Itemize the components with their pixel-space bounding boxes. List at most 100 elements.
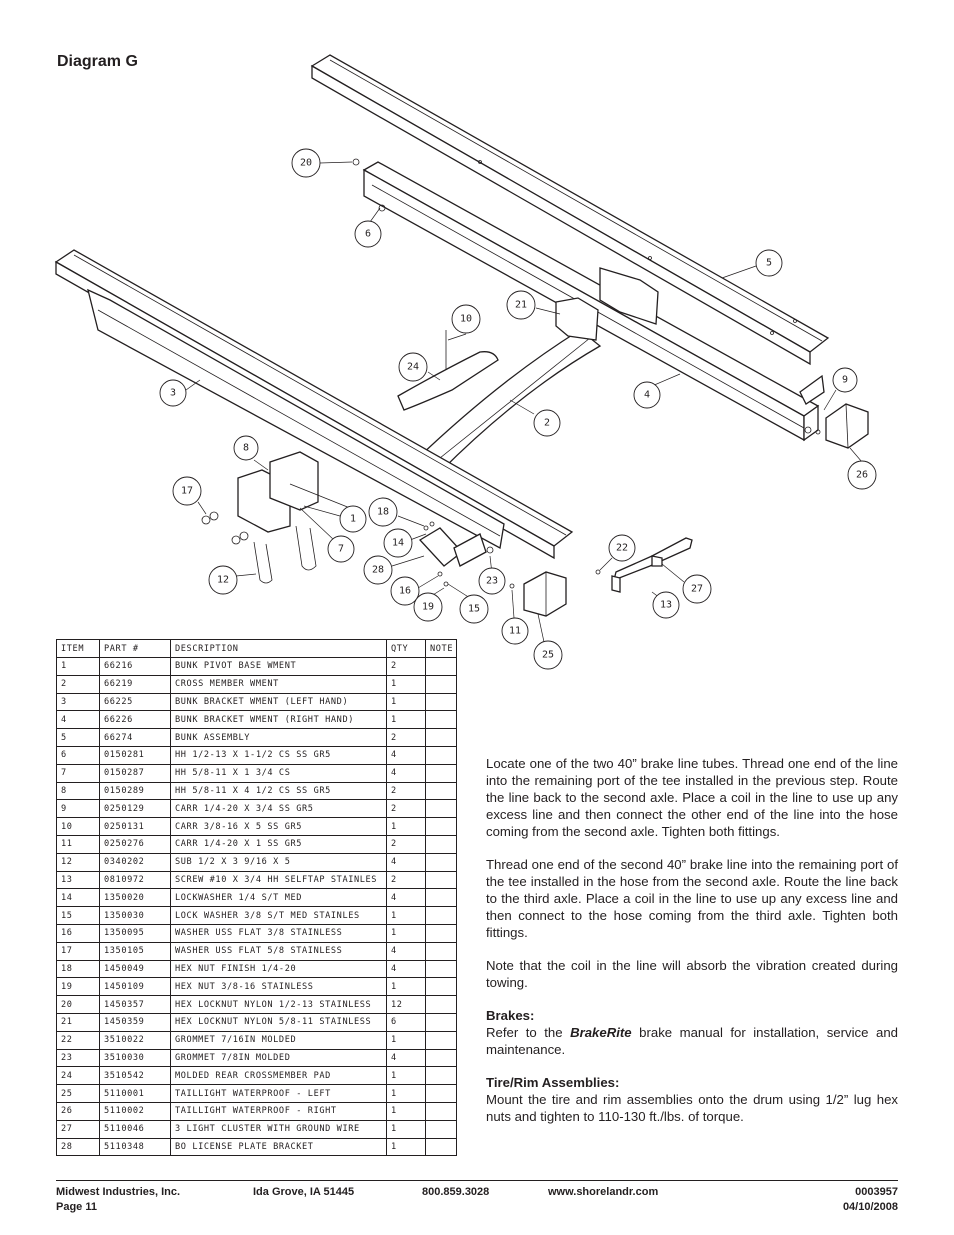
instruction-paragraph-2: Thread one end of the second 40” brake l… — [486, 857, 898, 940]
cell-qty: 1 — [386, 1030, 426, 1050]
diagram-title: Diagram G — [57, 53, 138, 70]
svg-text:26: 26 — [856, 470, 868, 481]
header-description: DESCRIPTION — [170, 639, 387, 658]
cell-qty: 2 — [386, 799, 426, 819]
svg-text:5: 5 — [766, 258, 772, 269]
cell-item: 21 — [56, 1012, 100, 1032]
footer-divider — [56, 1180, 898, 1181]
cell-note — [425, 657, 457, 676]
cell-part-number: 0150287 — [99, 763, 171, 783]
cell-note — [425, 959, 457, 979]
crossmember-pad — [397, 330, 499, 411]
cell-part-number: 1450359 — [99, 1012, 171, 1032]
u-bolts — [253, 525, 317, 584]
cell-description: CARR 3/8-16 X 5 SS GR5 — [170, 817, 387, 836]
cell-description: BUNK PIVOT BASE WMENT — [170, 657, 387, 676]
svg-text:14: 14 — [392, 538, 404, 549]
cell-part-number: 0150281 — [99, 745, 171, 765]
tire-rim-text: Mount the tire and rim assemblies onto t… — [486, 1092, 898, 1124]
leader-lines — [185, 161, 863, 643]
cell-qty: 4 — [386, 745, 426, 765]
tire-rim-heading: Tire/Rim Assemblies: — [486, 1075, 620, 1090]
cell-qty: 4 — [386, 941, 426, 961]
instruction-paragraph-3: Note that the coil in the line will abso… — [486, 958, 898, 990]
brakes-text-end: brake manual for installation, service a… — [486, 1025, 898, 1057]
svg-text:28: 28 — [372, 565, 384, 576]
cell-part-number: 66216 — [99, 657, 171, 676]
cell-description: BUNK BRACKET WMENT (LEFT HAND) — [170, 692, 387, 712]
callout-bubble-28: 28 — [363, 555, 393, 585]
cell-description: HH 5/8-11 X 1 3/4 CS — [170, 763, 387, 783]
cell-description: GROMMET 7/16IN MOLDED — [170, 1030, 387, 1050]
callout-bubble-8: 8 — [233, 435, 259, 461]
cell-description: HEX NUT FINISH 1/4-20 — [170, 959, 387, 979]
brakes-section: Brakes: Refer to the BrakeRite brake man… — [486, 1007, 898, 1058]
callout-bubble-15: 15 — [459, 594, 489, 624]
hardware — [201, 158, 821, 589]
cell-description: CARR 1/4-20 X 1 SS GR5 — [170, 834, 387, 854]
callout-bubble-22: 22 — [608, 534, 636, 562]
exploded-assembly-drawing: 20 6 5 21 10 24 3 4 9 2 26 8 17 1 7 18 1… — [54, 54, 877, 670]
cell-note — [425, 1012, 457, 1032]
svg-text:7: 7 — [338, 544, 344, 555]
callout-bubble-9: 9 — [832, 367, 858, 393]
callout-bubble-19: 19 — [413, 592, 443, 622]
cell-part-number: 0150289 — [99, 781, 171, 801]
taillight-right — [825, 403, 869, 449]
cell-description: BUNK ASSEMBLY — [170, 728, 387, 747]
cell-item: 17 — [56, 941, 100, 961]
cell-qty: 4 — [386, 763, 426, 783]
cell-note — [425, 710, 457, 730]
callout-bubble-11: 11 — [501, 617, 529, 645]
cell-note — [425, 906, 457, 925]
cell-qty: 1 — [386, 1084, 426, 1103]
svg-text:10: 10 — [460, 314, 472, 325]
svg-text:15: 15 — [468, 604, 480, 615]
callout-bubble-21: 21 — [506, 290, 536, 320]
cell-description: HH 1/2-13 X 1-1/2 CS SS GR5 — [170, 745, 387, 765]
cell-qty: 1 — [386, 1119, 426, 1139]
cell-description: HH 5/8-11 X 4 1/2 CS SS GR5 — [170, 781, 387, 801]
svg-text:13: 13 — [660, 600, 672, 611]
cell-note — [425, 1101, 457, 1121]
svg-text:21: 21 — [515, 300, 527, 311]
brakes-text-start: Refer to the — [486, 1025, 571, 1040]
callout-bubble-7: 7 — [327, 535, 355, 563]
cell-description: MOLDED REAR CROSSMEMBER PAD — [170, 1066, 387, 1086]
cell-item: 10 — [56, 817, 100, 836]
svg-text:19: 19 — [422, 602, 434, 613]
cell-qty: 1 — [386, 1101, 426, 1121]
cell-item: 12 — [56, 852, 100, 872]
cell-item: 28 — [56, 1137, 100, 1157]
cell-part-number: 3510030 — [99, 1048, 171, 1068]
footer-company: Midwest Industries, Inc. — [56, 1186, 181, 1198]
cell-part-number: 5110002 — [99, 1101, 171, 1121]
cell-description: CROSS MEMBER WMENT — [170, 674, 387, 694]
cell-note — [425, 834, 457, 854]
cell-part-number: 5110348 — [99, 1137, 171, 1157]
cell-description: CARR 1/4-20 X 3/4 SS GR5 — [170, 799, 387, 819]
cell-note — [425, 995, 457, 1014]
brakerite-name: BrakeRite — [570, 1025, 632, 1040]
svg-text:9: 9 — [842, 375, 848, 386]
cell-part-number: 0250276 — [99, 834, 171, 854]
cell-part-number: 1450049 — [99, 959, 171, 979]
cell-item: 18 — [56, 959, 100, 979]
bunk-pivot-base — [237, 451, 361, 533]
cell-qty: 2 — [386, 870, 426, 890]
